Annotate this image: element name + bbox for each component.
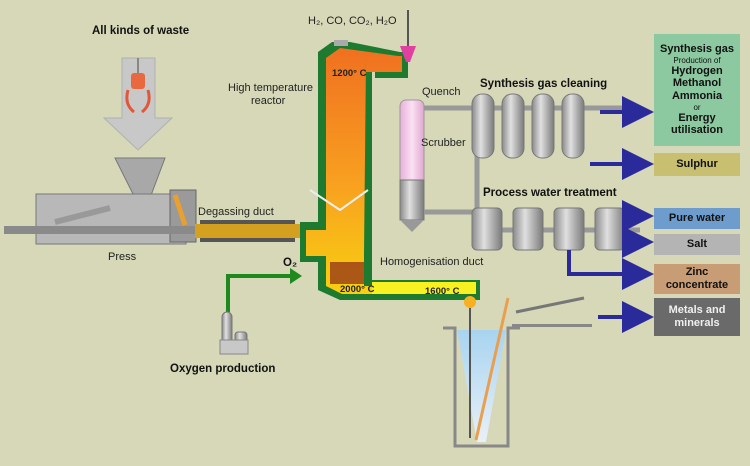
- output-pure-water: Pure water: [654, 208, 740, 229]
- ammonia-text: Ammonia: [671, 90, 723, 102]
- energy-text: Energy: [678, 111, 716, 124]
- gases-label: H₂, CO, CO₂, H₂O: [308, 15, 397, 27]
- gas-cleaning-label: Synthesis gas cleaning: [480, 78, 608, 90]
- waste-input-arrow: [102, 57, 174, 151]
- sulphur-text: Sulphur: [676, 158, 718, 171]
- methanol-text: Methanol: [672, 77, 722, 90]
- hydrogen-text: Hydrogen: [671, 64, 723, 77]
- water-treatment-label: Process water treatment: [483, 187, 617, 199]
- waste-label: All kinds of waste: [92, 25, 190, 37]
- scrubber-label: Scrubber: [421, 137, 466, 149]
- quench-basin: [443, 296, 592, 448]
- output-salt: Salt: [654, 234, 740, 255]
- output-zinc-concentrate: Zinc concentrate: [654, 264, 740, 294]
- concentrate-text: concentrate: [665, 279, 729, 291]
- press-label: Press: [108, 251, 137, 263]
- degassing-duct: [195, 220, 305, 242]
- oxygen-production: [219, 268, 302, 355]
- utilisation-text: utilisation: [671, 124, 723, 137]
- oxygen-label: Oxygen production: [170, 363, 276, 375]
- homogenisation-label: Homogenisation duct: [380, 256, 484, 268]
- temp-reactor-top: 1200° C: [332, 68, 367, 79]
- reactor-label-line2: reactor: [251, 95, 286, 107]
- high-temperature-reactor: [300, 40, 480, 300]
- scrubber-column: [399, 10, 425, 232]
- temp-reactor-bottom: 2000° C: [340, 284, 375, 295]
- output-synthesis-gas: Synthesis gas Production of Hydrogen Met…: [654, 34, 740, 146]
- pure-water-text: Pure water: [668, 212, 726, 225]
- temp-duct: 1600° C: [425, 286, 460, 297]
- output-arrows: [567, 96, 654, 333]
- degassing-label: Degassing duct: [198, 206, 274, 218]
- o2-label: O₂: [283, 257, 298, 269]
- output-sulphur: Sulphur: [654, 153, 740, 176]
- output-metals-minerals: Metals and minerals: [654, 298, 740, 336]
- or-text: or: [693, 102, 701, 112]
- zinc-text: Zinc: [685, 266, 709, 279]
- press-machine: [4, 157, 204, 245]
- metals-text: Metals and: [668, 304, 726, 317]
- minerals-text: minerals: [674, 317, 720, 329]
- grabber-icon: [125, 73, 151, 114]
- water-treatment-vessels: [471, 207, 626, 251]
- reactor-label-line1: High temperature: [228, 82, 313, 94]
- quench-label: Quench: [422, 86, 461, 98]
- synthesis-gas-title: Synthesis gas: [660, 42, 734, 55]
- gas-cleaning-vessels: [471, 93, 585, 159]
- salt-text: Salt: [686, 238, 708, 251]
- production-of-text: Production of: [673, 55, 721, 65]
